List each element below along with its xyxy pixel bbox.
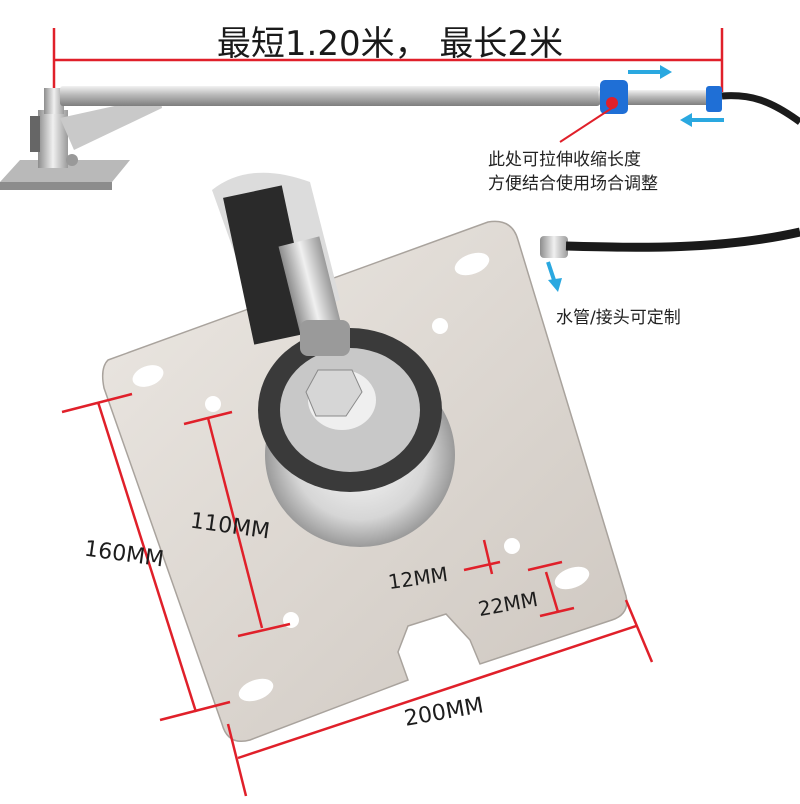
telescopic-note: 此处可拉伸收缩长度 方便结合使用场合调整 <box>488 148 658 196</box>
length-range-title: 最短1.20米， 最长2米 <box>216 24 564 64</box>
telescopic-note-line1: 此处可拉伸收缩长度 <box>488 150 641 170</box>
wheel-bearing <box>212 172 455 547</box>
retract-arrow-icon <box>680 113 724 127</box>
length-dimension-line <box>52 28 724 92</box>
dim-160 <box>61 392 231 722</box>
hose <box>540 227 800 292</box>
dim-22 <box>527 560 575 618</box>
dim-200 <box>226 599 654 797</box>
telescopic-arm <box>0 80 800 190</box>
dim-12 <box>463 539 501 575</box>
adjust-clamp <box>600 80 628 114</box>
extend-arrow-icon <box>628 65 672 79</box>
dim-110 <box>183 410 291 638</box>
telescopic-note-line2: 方便结合使用场合调整 <box>488 174 658 194</box>
hose-note: 水管/接头可定制 <box>556 308 681 328</box>
